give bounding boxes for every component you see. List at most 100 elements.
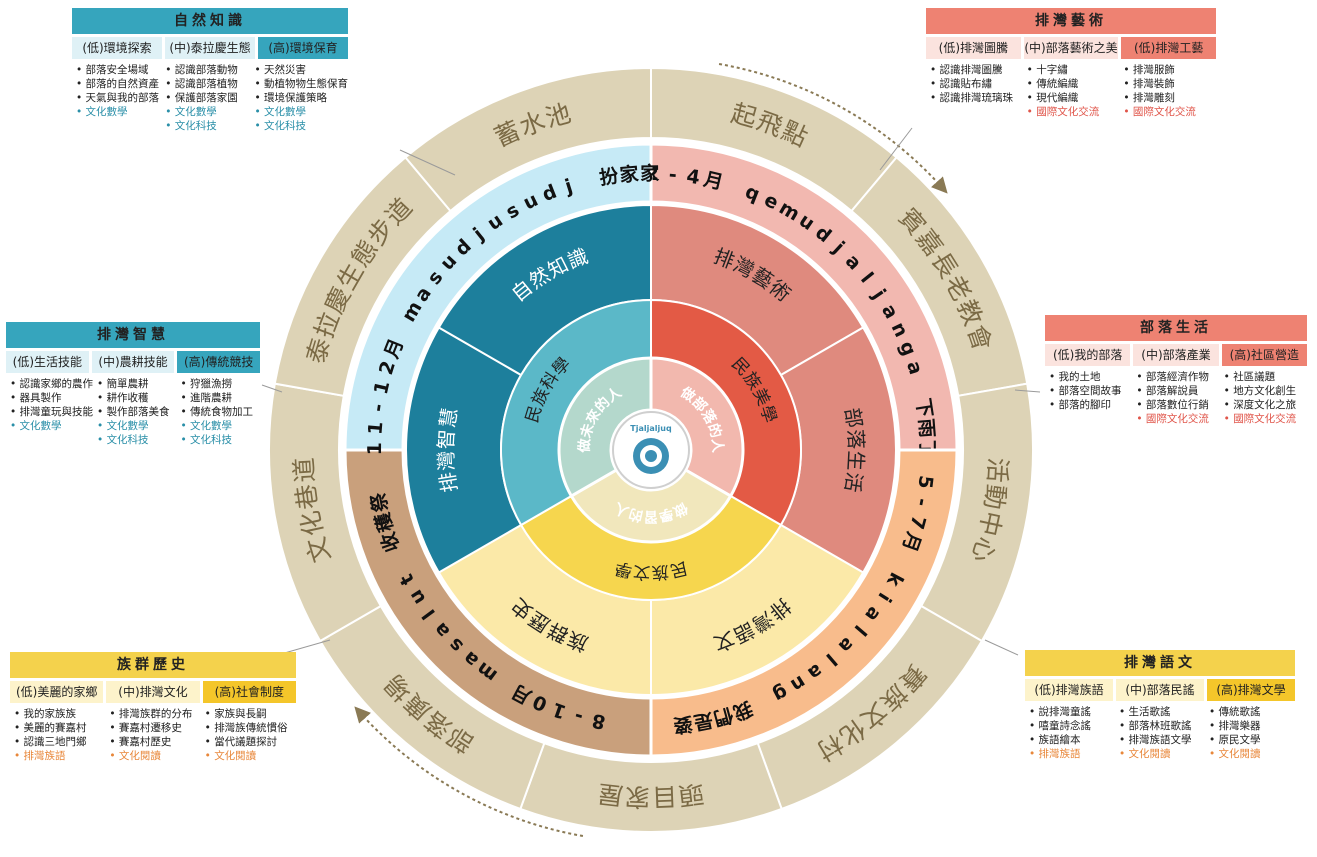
outer-label-char: 頭 [677, 779, 705, 811]
season-label-char: 扮 [598, 165, 621, 190]
leader-line [261, 384, 283, 393]
box-item: 傳統編織 [1027, 77, 1120, 91]
box-item: 文化數學 [10, 419, 93, 433]
box-title: 排灣語文 [1025, 650, 1295, 676]
center-segment [649, 356, 745, 499]
box-item: 認識部落植物 [165, 77, 250, 91]
box-column: 部落經濟作物部落解說員部落數位行銷國際文化交流 [1132, 370, 1219, 426]
box-item: 現代編織 [1027, 91, 1120, 105]
box-tabs: (低)排灣族語(中)部落民謠(高)排灣文學 [1025, 679, 1295, 701]
box-item: 認識排灣琉璃珠 [930, 91, 1023, 105]
box-item: 文化科技 [254, 119, 348, 133]
box-item: 文化科技 [165, 119, 250, 133]
box-item: 製作部落美食 [97, 405, 176, 419]
domain-label-char: 活 [840, 471, 867, 495]
box-tabs: (低)美麗的家鄉(中)排灣文化(高)社會制度 [10, 681, 296, 703]
box-title: 排灣智慧 [6, 322, 260, 348]
domain-label-char: 排 [435, 471, 462, 495]
box-tab: (高)社會制度 [202, 681, 296, 703]
box-item: 排灣服飾 [1123, 63, 1216, 77]
box-item: 排灣童玩與技能 [10, 405, 94, 419]
season-label-char: 7 [905, 513, 930, 532]
domain-label-char: 落 [843, 429, 868, 450]
box-column: 排灣服飾排灣裝飾排灣雕刻國際文化交流 [1119, 63, 1216, 119]
box-item: 狩獵漁撈 [181, 377, 260, 391]
outer-label-char: 屋 [596, 779, 624, 811]
box-tab: (低)生活技能 [6, 351, 89, 373]
box-tab: (低)美麗的家鄉 [10, 681, 104, 703]
core-label-char: 學 [613, 557, 634, 580]
box-item: 排灣裝飾 [1123, 77, 1216, 91]
box-item: 認識部落動物 [165, 63, 250, 77]
domain-label-char: 生 [843, 450, 868, 471]
box-tabs: (低)排灣圖騰(中)部落藝術之美(低)排灣工藝 [926, 37, 1217, 59]
box-item: 社區議題 [1224, 370, 1307, 384]
box-tab: (低)排灣圖騰 [926, 37, 1021, 59]
season-label-char: 下 [911, 397, 936, 419]
domain-label-char: 慧 [435, 406, 462, 430]
season-label-char: 5 [913, 474, 936, 490]
box-columns: 認識家鄉的農作器具製作排灣童玩與技能文化數學簡單農耕耕作收穫製作部落美食文化數學… [6, 377, 260, 447]
season-label-char: - [367, 402, 390, 413]
core-label-char: 民 [522, 403, 546, 425]
box-tab: (低)環境探索 [72, 37, 162, 59]
core-label-char: 族 [651, 561, 669, 582]
season-label-char: a [902, 358, 927, 377]
domain-label-char: 智 [434, 429, 459, 450]
box-column: 生活歌謠部落林班歌謠排灣族語文學文化閱讀 [1115, 705, 1205, 761]
box-item: 地方文化創生 [1224, 384, 1307, 398]
box-item: 排灣族語文學 [1119, 733, 1205, 747]
box-column: 我的土地部落空間故事部落的腳印 [1045, 370, 1132, 426]
box-item: 文化數學 [76, 105, 161, 119]
box-item: 國際文化交流 [1136, 412, 1219, 426]
box-item: 保護部落家園 [165, 91, 250, 105]
box-item: 天氣與我的部落 [76, 91, 161, 105]
season-label-char: 家 [640, 162, 660, 185]
season-label-char: 8 [590, 709, 607, 733]
season-label-char: 婆 [672, 712, 694, 737]
box-tab: (高)排灣文學 [1207, 679, 1295, 701]
box-item: 簡單農耕 [97, 377, 176, 391]
nature-box: 自然知識(低)環境探索(中)泰拉慶生態(高)環境保育部落安全場域部落的自然資產天… [72, 8, 348, 133]
box-item: 傳統歌謠 [1209, 705, 1295, 719]
life-box: 部落生活(低)我的部落(中)部落產業(高)社區營造我的土地部落空間故事部落的腳印… [1045, 315, 1307, 426]
box-tab: (中)排灣文化 [106, 681, 200, 703]
outer-label-char: 動 [979, 483, 1011, 512]
center-label-char: 未 [577, 421, 598, 440]
center-label-char: 的 [627, 505, 644, 525]
box-tabs: (低)環境探索(中)泰拉慶生態(高)環境保育 [72, 37, 348, 59]
box-column: 狩獵漁撈進階農耕傳統食物加工文化數學文化科技 [177, 377, 260, 447]
box-item: 文化數學 [254, 105, 348, 119]
outer-label-char: 化 [295, 508, 329, 539]
box-tab: (低)我的部落 [1045, 344, 1131, 366]
box-item: 部落數位行銷 [1136, 398, 1219, 412]
box-column: 部落安全場域部落的自然資產天氣與我的部落文化數學 [72, 63, 161, 133]
box-tab: (中)農耕技能 [91, 351, 175, 373]
box-item: 部落林班歌謠 [1119, 719, 1205, 733]
box-item: 排灣族語 [1029, 747, 1115, 761]
box-item: 排灣族傳統慣俗 [205, 721, 296, 735]
box-column: 社區議題地方文化創生深度文化之旅國際文化交流 [1220, 370, 1307, 426]
core-label-char: 美 [748, 385, 773, 409]
box-item: 排灣族群的分布 [109, 707, 200, 721]
box-item: 十字繡 [1027, 63, 1120, 77]
domain-label-char: 部 [840, 406, 867, 430]
outer-label-char: 巷 [291, 483, 323, 512]
box-item: 文化科技 [97, 433, 176, 447]
outer-label-char: 中 [973, 508, 1007, 539]
box-tab: (中)部落民謠 [1116, 679, 1204, 701]
core-label-char: 族 [528, 385, 553, 409]
leader-line [399, 149, 456, 176]
box-column: 說排灣童謠嘻童詩念謠族語繪本排灣族語 [1025, 705, 1115, 761]
box-tab: (中)部落產業 [1133, 344, 1219, 366]
box-column: 天然災害動植物物生態保育環境保護策略文化數學文化科技 [250, 63, 348, 133]
season-label-char: 雨 [914, 418, 937, 439]
box-column: 我的家族族美麗的賽嘉村認識三地門鄉排灣族語 [10, 707, 105, 763]
season-label-char: - [668, 164, 678, 187]
box-columns: 部落安全場域部落的自然資產天氣與我的部落文化數學認識部落動物認識部落植物保護部落… [72, 63, 348, 133]
box-item: 傳統食物加工 [181, 405, 260, 419]
box-item: 美麗的賽嘉村 [14, 721, 105, 735]
